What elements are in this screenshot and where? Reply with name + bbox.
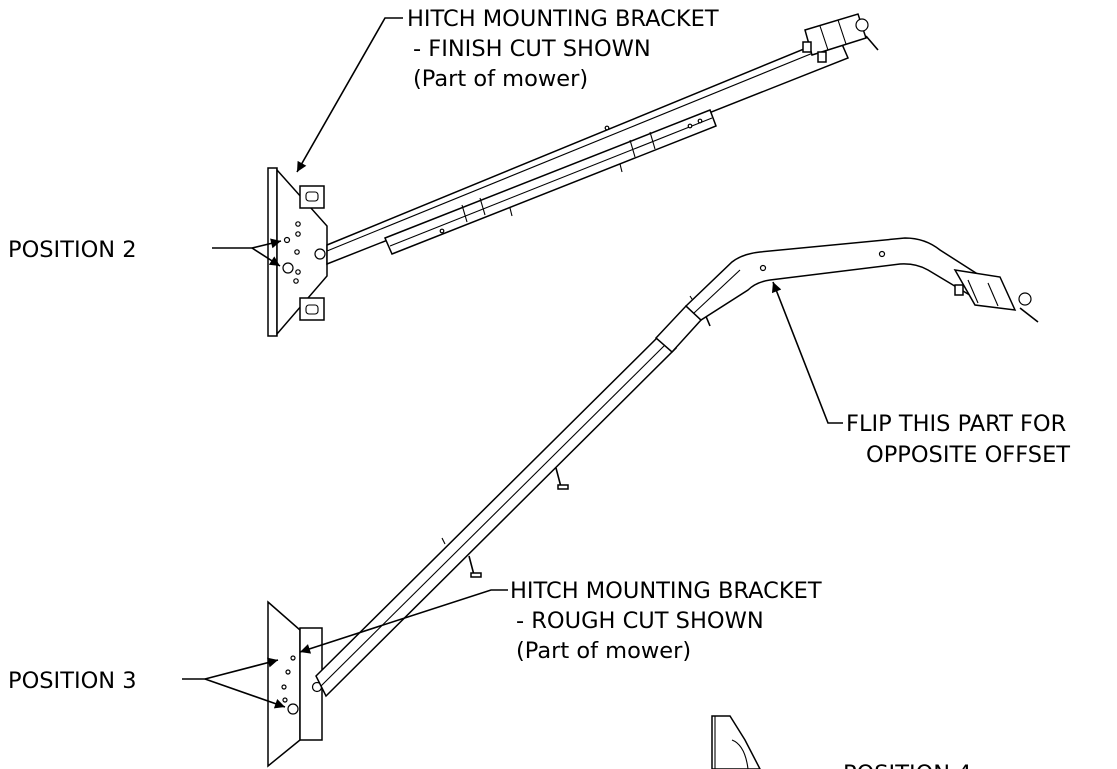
hitch-bracket-rough-line3: (Part of mower) [516,638,691,664]
hitch-bracket-finish-line1: HITCH MOUNTING BRACKET [407,6,719,32]
position-3-label: POSITION 3 [8,668,137,694]
tongue-tube-bottom [315,295,711,698]
position-2-label: POSITION 2 [8,237,137,263]
bottom-clip [299,297,325,321]
mounting-plate-top [267,167,278,337]
hitch-bracket-finish-line3: (Part of mower) [413,66,588,92]
top-hitch-assembly [267,13,879,337]
position-4-part [711,715,761,769]
hitch-bracket-rough-line2: - ROUGH CUT SHOWN [516,608,764,634]
flip-part-line1: FLIP THIS PART FOR [846,411,1066,437]
position-4-label: POSITION 4 [843,761,972,769]
callout-hitch-bracket-rough: HITCH MOUNTING BRACKET - ROUGH CUT SHOWN… [510,578,822,664]
hitch-bracket-finish-line2: - FINISH CUT SHOWN [413,36,651,62]
callout-flip-part: FLIP THIS PART FOR OPPOSITE OFFSET [846,411,1070,468]
callout-hitch-bracket-finish: HITCH MOUNTING BRACKET - FINISH CUT SHOW… [407,6,719,92]
tongue-tube-top [326,34,849,266]
bracket-holes-top [282,221,326,284]
hitch-coupler-top [802,13,879,63]
leader-lines [182,17,843,709]
hitch-bracket-rough-line1: HITCH MOUNTING BRACKET [510,578,822,604]
top-clip [299,185,325,209]
flip-part-line2: OPPOSITE OFFSET [866,442,1070,468]
mounting-plate-bottom [267,600,301,768]
offset-arm [684,237,1039,323]
bottom-hitch-assembly [267,237,1039,768]
